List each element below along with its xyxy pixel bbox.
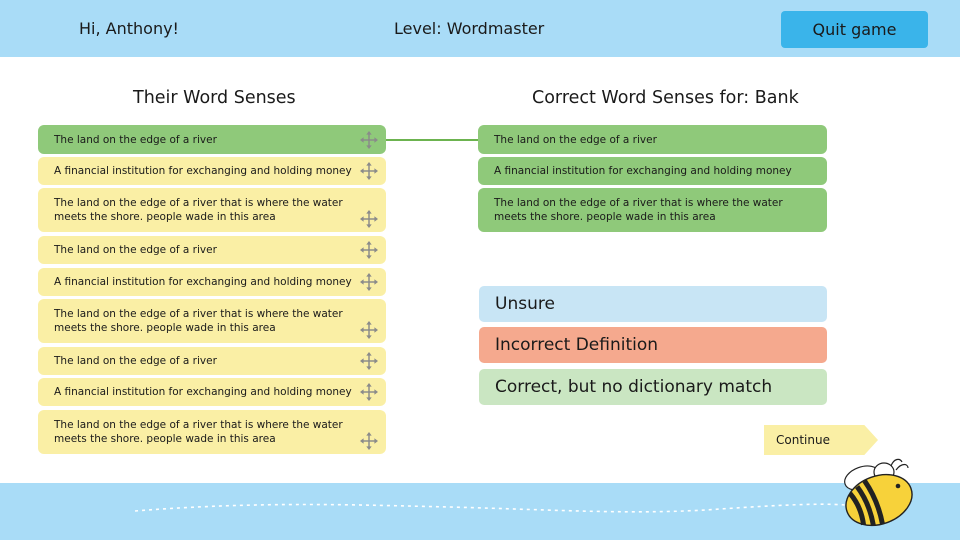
sense-text: The land on the edge of a river that is …	[54, 419, 343, 445]
sense-text: The land on the edge of a river	[494, 133, 657, 146]
sense-text: The land on the edge of a river	[54, 133, 217, 146]
target-word: Bank	[754, 88, 799, 108]
move-arrows-icon[interactable]	[360, 432, 378, 450]
their-sense-item[interactable]: The land on the edge of a river that is …	[38, 188, 386, 232]
correct-sense-item[interactable]: The land on the edge of a river	[478, 125, 827, 154]
correct-senses-title: Correct Word Senses for: Bank	[532, 88, 799, 108]
sense-text: The land on the edge of a river	[54, 244, 217, 256]
sense-text: The land on the edge of a river that is …	[54, 308, 343, 334]
bee-icon	[844, 458, 913, 527]
move-arrows-icon[interactable]	[360, 130, 378, 149]
their-sense-item[interactable]: A financial institution for exchanging a…	[38, 378, 386, 406]
their-sense-item[interactable]: The land on the edge of a river that is …	[38, 410, 386, 454]
bottom-bar	[0, 483, 960, 540]
greeting: Hi, Anthony!	[79, 19, 179, 38]
sense-text: A financial institution for exchanging a…	[494, 165, 792, 177]
their-sense-item[interactable]: A financial institution for exchanging a…	[38, 268, 386, 296]
incorrect-definition-button[interactable]: Incorrect Definition	[479, 327, 827, 363]
their-sense-item[interactable]: A financial institution for exchanging a…	[38, 157, 386, 185]
their-sense-item[interactable]: The land on the edge of a river that is …	[38, 299, 386, 343]
unsure-button[interactable]: Unsure	[479, 286, 827, 322]
move-arrows-icon[interactable]	[360, 241, 378, 259]
continue-button[interactable]: Continue	[764, 425, 878, 455]
their-sense-item[interactable]: The land on the edge of a river	[38, 125, 386, 154]
sense-text: A financial institution for exchanging a…	[54, 386, 352, 398]
sense-text: A financial institution for exchanging a…	[54, 165, 352, 177]
quit-game-button[interactable]: Quit game	[781, 11, 928, 48]
move-arrows-icon[interactable]	[360, 383, 378, 401]
move-arrows-icon[interactable]	[360, 162, 378, 180]
their-senses-title: Their Word Senses	[133, 88, 296, 108]
sense-text: The land on the edge of a river	[54, 355, 217, 367]
move-arrows-icon[interactable]	[360, 352, 378, 370]
level-label: Level: Wordmaster	[394, 19, 545, 38]
correct-no-match-button[interactable]: Correct, but no dictionary match	[479, 369, 827, 405]
move-arrows-icon[interactable]	[360, 273, 378, 291]
correct-sense-item[interactable]: The land on the edge of a river that is …	[478, 188, 827, 232]
their-sense-item[interactable]: The land on the edge of a river	[38, 236, 386, 264]
flight-path-decoration	[134, 503, 846, 513]
correct-senses-prefix: Correct Word Senses for:	[532, 88, 750, 108]
move-arrows-icon[interactable]	[360, 321, 378, 339]
top-bar: Hi, Anthony! Level: Wordmaster Quit game	[0, 0, 960, 57]
move-arrows-icon[interactable]	[360, 210, 378, 228]
sense-text: The land on the edge of a river that is …	[54, 197, 343, 223]
match-connector-line	[386, 139, 478, 141]
sense-text: A financial institution for exchanging a…	[54, 276, 352, 288]
their-sense-item[interactable]: The land on the edge of a river	[38, 347, 386, 375]
correct-sense-item[interactable]: A financial institution for exchanging a…	[478, 157, 827, 185]
sense-text: The land on the edge of a river that is …	[494, 197, 783, 223]
